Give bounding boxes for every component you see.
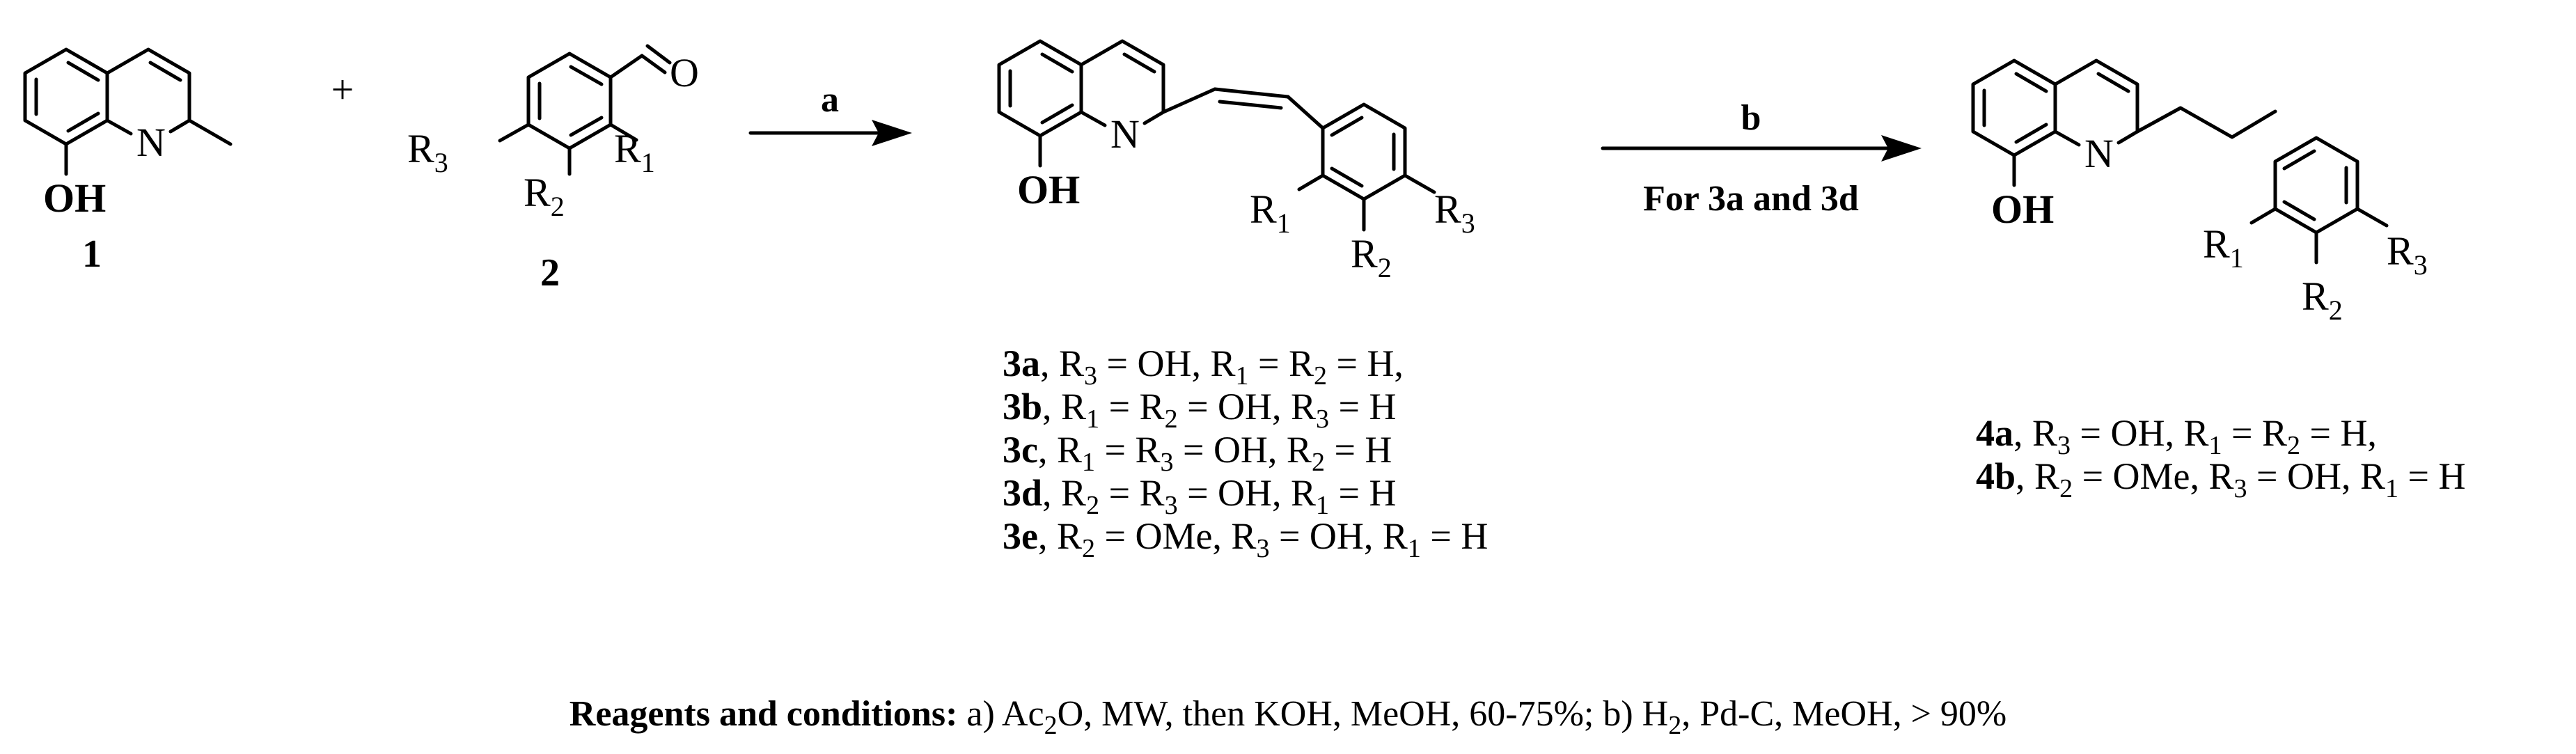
compound-2-r2-label: R2 xyxy=(524,170,565,222)
reagents-and-conditions: Reagents and conditions: a) Ac2O, MW, th… xyxy=(570,694,2006,740)
compound-4: N OH R1 R2 R3 xyxy=(1971,58,2428,326)
compound-4-variant-4b: 4b, R2 = OMe, R3 = OH, R1 = H xyxy=(1976,455,2465,503)
compound-1-bonds xyxy=(23,47,233,176)
bond xyxy=(2053,129,2081,147)
compound-1: N OH 1 xyxy=(23,47,233,276)
bond xyxy=(66,111,100,133)
compound-1-methyl-bond xyxy=(187,118,233,146)
compound-2-r1-label: R1 xyxy=(614,126,655,178)
arrow-a-head xyxy=(872,120,912,146)
compound-4-oh-label: OH xyxy=(1991,187,2054,232)
bond xyxy=(66,61,100,82)
bond xyxy=(2282,149,2316,171)
bond xyxy=(1040,52,1074,74)
compound-1-oh-label: OH xyxy=(43,175,106,221)
compound-3-variant-3b: 3b, R1 = R2 = OH, R3 = H xyxy=(1003,386,1396,434)
compound-3-oh-label: OH xyxy=(1017,167,1080,212)
plus-sign: + xyxy=(331,67,354,112)
compound-4-r1-label: R1 xyxy=(2203,221,2244,274)
bond xyxy=(148,61,182,82)
r3-bond xyxy=(498,123,531,143)
compound-4-n-atom: N xyxy=(2084,131,2114,176)
compound-2-r3-label: R3 xyxy=(407,126,448,178)
bond xyxy=(569,116,604,137)
compound-3: N OH R1 R2 R3 xyxy=(997,39,1475,283)
arrow-b-label: b xyxy=(1741,98,1761,138)
bond xyxy=(2014,72,2048,93)
r1-bond xyxy=(1297,173,1325,191)
compound-1-pyridine-ring xyxy=(105,47,191,134)
arrow-b-head xyxy=(1881,135,1922,162)
aldehyde-double-bond xyxy=(640,54,667,74)
r1-bond xyxy=(608,123,638,142)
compound-3-variant-3e: 3e, R2 = OMe, R3 = OH, R1 = H xyxy=(1003,515,1488,563)
bond xyxy=(569,65,604,86)
compound-4-pyridine-ring xyxy=(2053,58,2139,145)
r1-bond xyxy=(2249,207,2277,225)
bond xyxy=(105,118,133,136)
compound-1-number: 1 xyxy=(82,233,102,276)
arrow-b-condition: For 3a and 3d xyxy=(1643,179,1859,219)
vinyl-bond xyxy=(1161,87,1217,114)
compound-3-n-atom: N xyxy=(1110,111,1140,157)
ethylene-bridge xyxy=(2135,106,2277,139)
aldehyde-double-bond xyxy=(645,44,672,65)
compound-3-substituent-list: 3a, R3 = OH, R1 = R2 = H,3b, R1 = R2 = O… xyxy=(1003,343,1488,563)
compound-3-r2-label: R2 xyxy=(1351,231,1392,283)
compound-3-r1-label: R1 xyxy=(1250,187,1291,239)
bond xyxy=(2014,123,2048,144)
compound-2: O R1 R2 R3 2 xyxy=(407,44,699,294)
compound-3-r3-label: R3 xyxy=(1434,187,1475,239)
compound-3-variant-3a: 3a, R3 = OH, R1 = R2 = H, xyxy=(1003,343,1404,391)
compound-4-substituent-list: 4a, R3 = OH, R1 = R2 = H,4b, R2 = OMe, R… xyxy=(1976,412,2465,503)
compound-4-r3-label: R3 xyxy=(2387,228,2428,281)
bond xyxy=(1122,52,1156,74)
compound-3-pyridine-ring xyxy=(1079,39,1165,125)
vinyl-double-bond xyxy=(1213,87,1290,99)
arrow-b: b For 3a and 3d xyxy=(1601,98,1922,219)
arrow-a: a xyxy=(748,80,912,146)
bond xyxy=(1079,110,1107,127)
compound-2-number: 2 xyxy=(540,251,560,294)
bond xyxy=(2282,200,2316,221)
arrow-a-label: a xyxy=(821,80,839,120)
r3-bond xyxy=(2355,207,2389,228)
bond xyxy=(1330,116,1364,137)
compound-1-n-atom: N xyxy=(136,120,166,165)
compound-3-variant-3c: 3c, R1 = R3 = OH, R2 = H xyxy=(1003,429,1392,477)
bond xyxy=(2096,72,2130,93)
r3-bond xyxy=(1403,173,1436,194)
compound-2-o-atom: O xyxy=(670,50,699,95)
aldehyde-bond xyxy=(608,54,644,79)
vinyl-double-bond xyxy=(1218,100,1283,110)
compound-4-variant-4a: 4a, R3 = OH, R1 = R2 = H, xyxy=(1976,412,2377,460)
compound-3-variant-3d: 3d, R2 = R3 = OH, R1 = H xyxy=(1003,472,1396,520)
vinyl-bond xyxy=(1286,95,1325,130)
bond xyxy=(1330,166,1364,188)
bond xyxy=(1040,103,1074,125)
compound-4-r2-label: R2 xyxy=(2302,274,2343,326)
